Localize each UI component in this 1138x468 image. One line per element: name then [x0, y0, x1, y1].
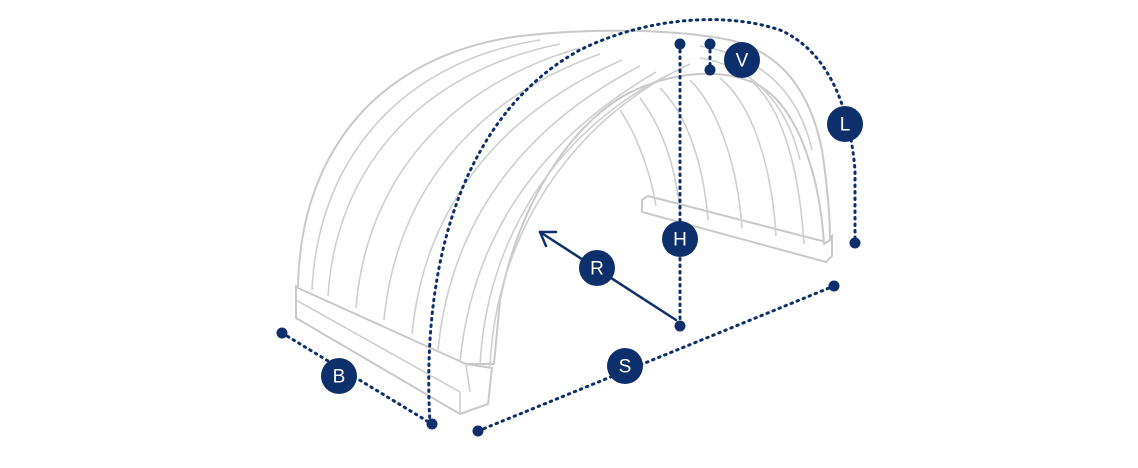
dimension-endpoints [276, 38, 861, 437]
endpoint-dot [426, 418, 438, 430]
fender-outer-shell [297, 29, 831, 365]
label-b: B [333, 367, 346, 388]
label-r: R [590, 259, 604, 280]
badge-l: L [827, 106, 863, 142]
badge-h: H [662, 221, 698, 257]
fender-rear-flange [641, 194, 833, 264]
endpoint-dot [828, 280, 840, 292]
fender-illustration [295, 29, 833, 415]
label-s: S [619, 357, 632, 378]
endpoint-dot [472, 425, 484, 437]
label-l: L [840, 115, 851, 136]
endpoint-dot [704, 38, 716, 50]
dimension-line-l [427, 18, 857, 426]
endpoint-dot [674, 320, 686, 332]
endpoint-dot [704, 64, 716, 76]
badge-b: B [321, 358, 357, 394]
label-h: H [673, 230, 687, 251]
badge-v: V [724, 42, 760, 78]
label-v: V [736, 51, 749, 72]
endpoint-dot [849, 237, 861, 249]
dimension-line-s [476, 284, 836, 433]
badge-s: S [607, 348, 643, 384]
endpoint-dot [276, 327, 288, 339]
badge-r: R [579, 250, 615, 286]
endpoint-dot [674, 38, 686, 50]
